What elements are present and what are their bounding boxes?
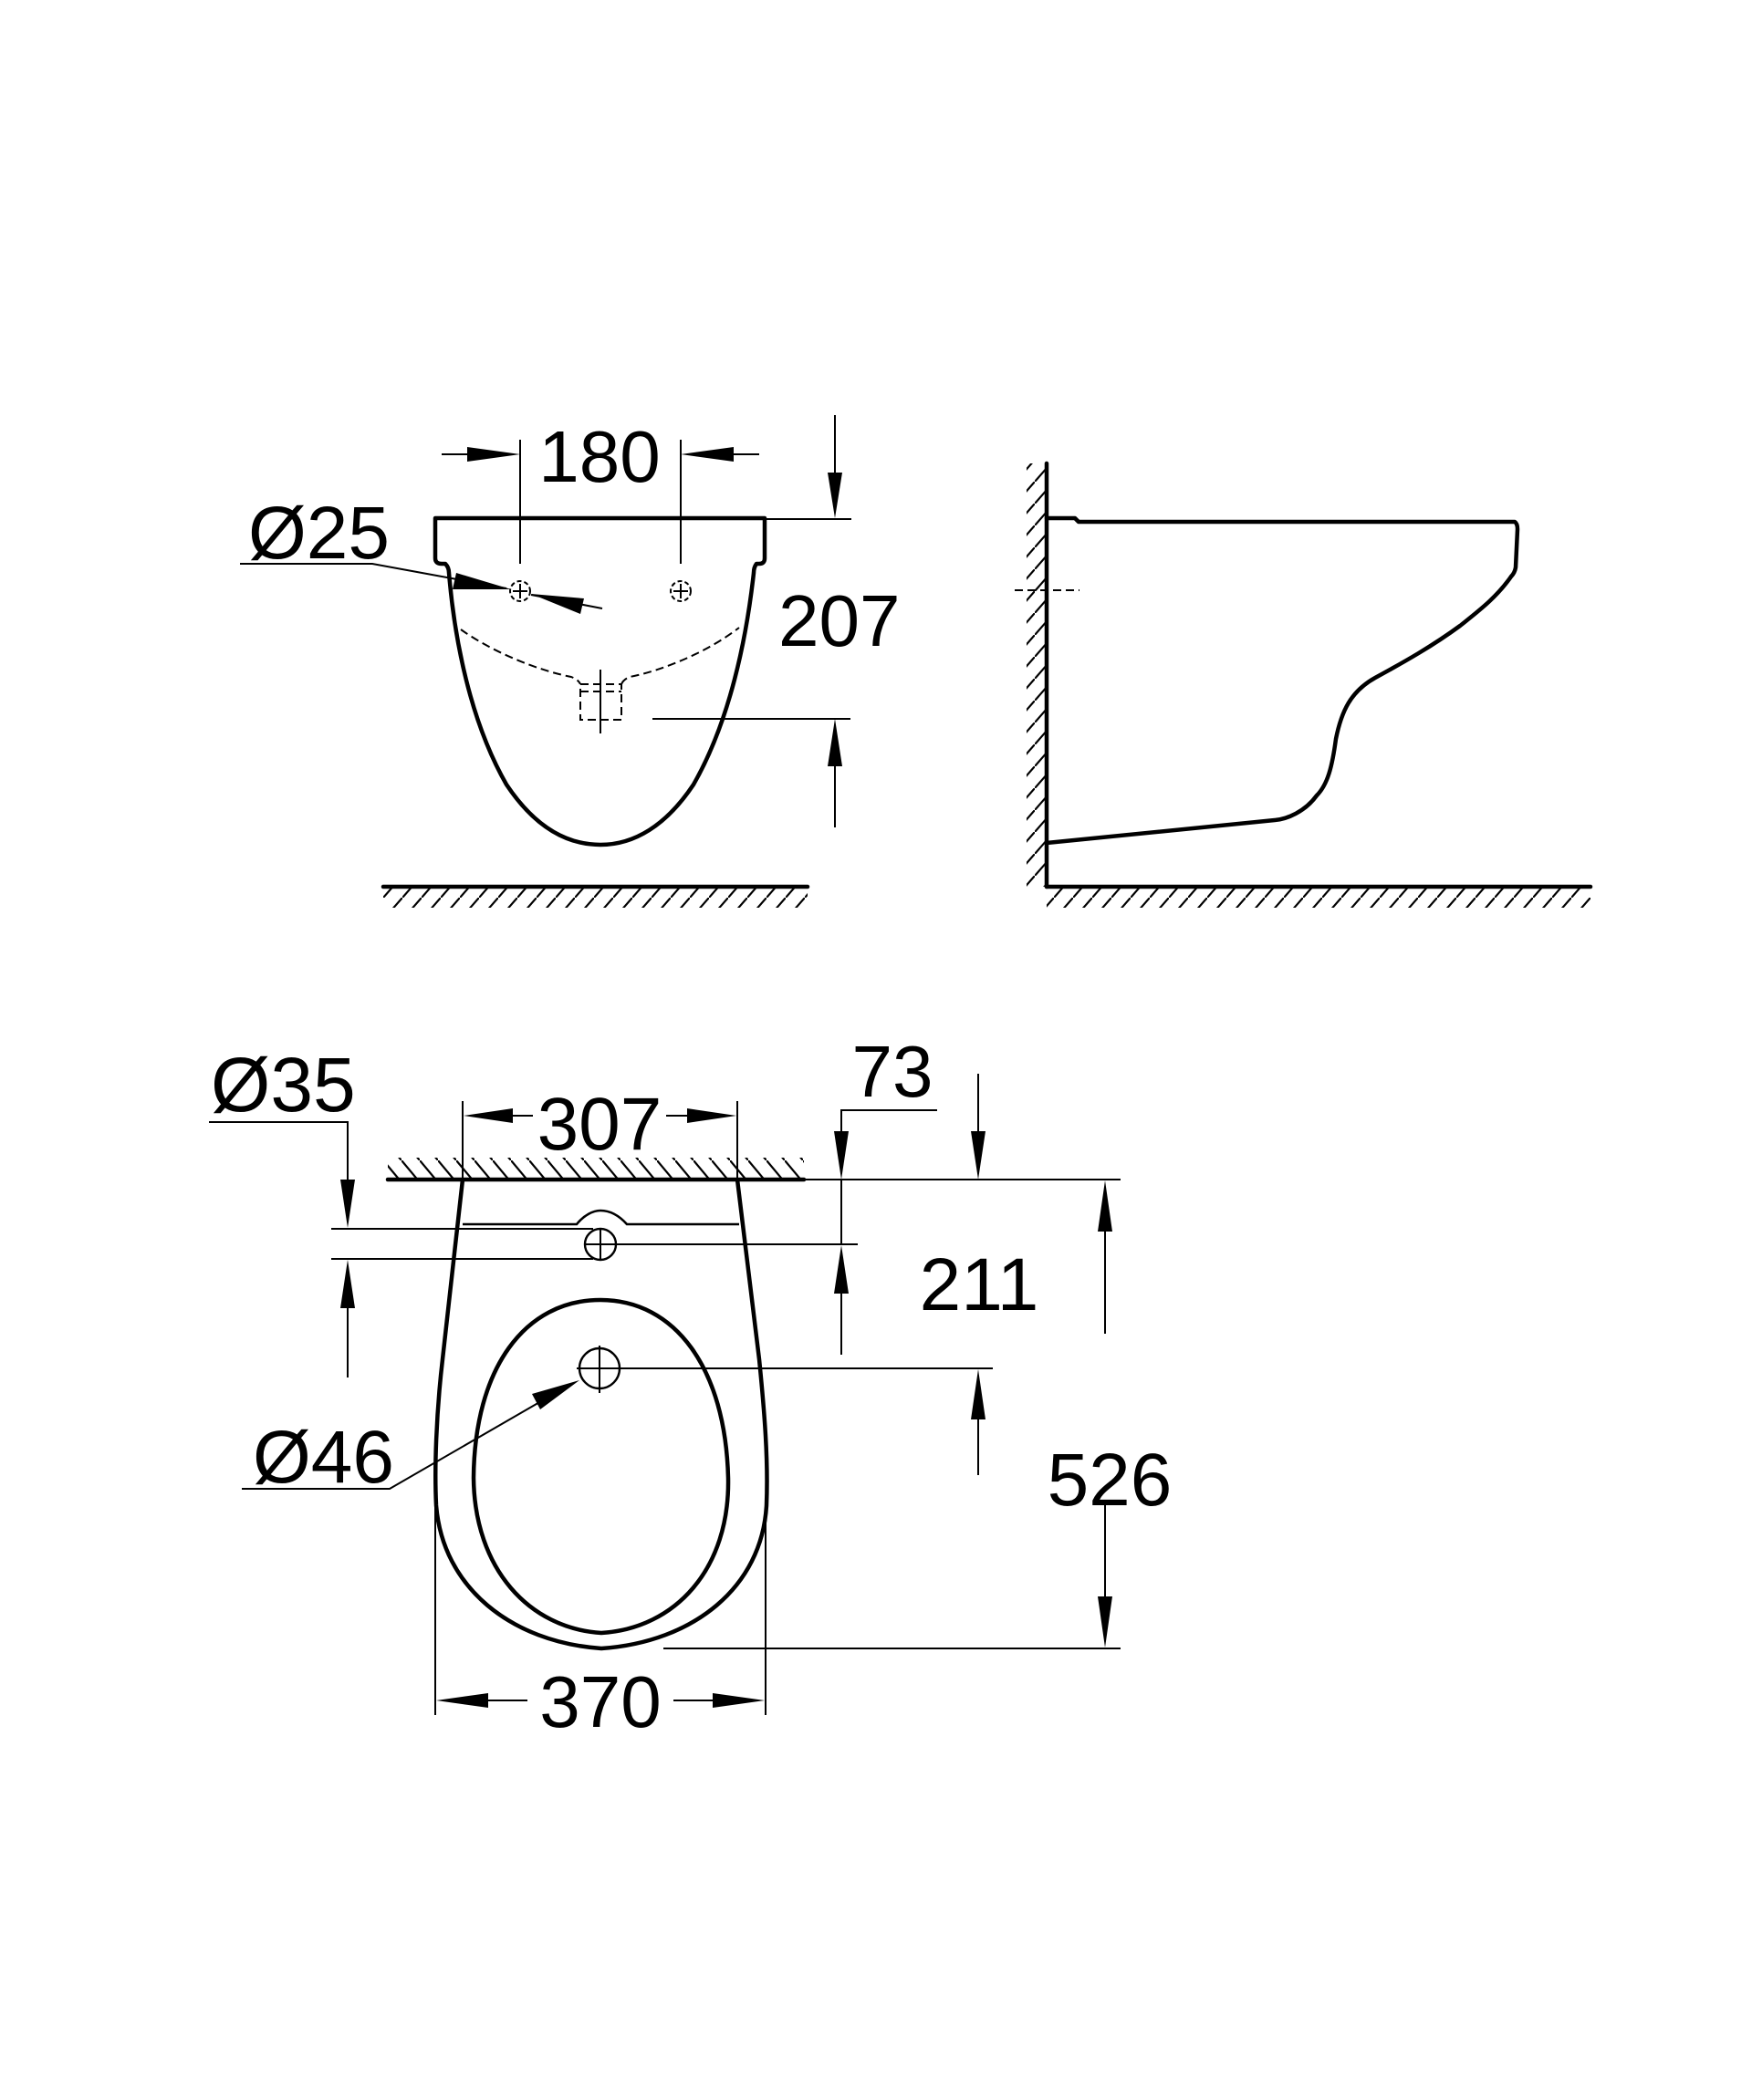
label-307: 307 [537, 1083, 662, 1166]
fixing-hole-left [509, 580, 531, 602]
fixing-hole-right [670, 580, 692, 602]
label-211: 211 [920, 1243, 1039, 1326]
label-diameter-46: Ø46 [253, 1416, 394, 1499]
dim-180 [442, 440, 759, 564]
label-diameter-25: Ø25 [248, 492, 390, 575]
plan-wall [385, 1158, 1121, 1182]
dim-diameter-25 [240, 563, 603, 614]
side-floor [1044, 884, 1593, 908]
label-370: 370 [539, 1661, 661, 1742]
front-view [240, 415, 851, 908]
dim-diameter-35 [209, 1121, 593, 1377]
front-hidden-trap [460, 627, 740, 685]
side-wall [1027, 461, 1049, 889]
dim-207 [652, 415, 851, 827]
front-floor [381, 884, 810, 908]
label-207: 207 [778, 580, 900, 661]
plan-body-outline [433, 1177, 769, 1651]
dim-307 [462, 1101, 738, 1180]
side-view [1015, 461, 1593, 908]
side-body-outline [1044, 515, 1520, 846]
supply-hole [583, 1227, 618, 1262]
label-180: 180 [538, 416, 660, 497]
dim-diameter-46 [242, 1380, 579, 1490]
label-diameter-35: Ø35 [211, 1042, 356, 1128]
dimension-labels: 180 Ø25 207 Ø35 307 73 211 Ø46 526 370 [211, 416, 1172, 1742]
plan-seat-back [463, 1209, 739, 1226]
dim-73 [834, 1074, 986, 1244]
label-73: 73 [852, 1031, 933, 1112]
dim-370 [434, 1499, 766, 1715]
plan-view [209, 1074, 1121, 1715]
dim-outlet-position [622, 1367, 993, 1475]
dim-211 [617, 1243, 858, 1355]
front-body-outline [433, 515, 767, 847]
plan-bowl-opening [471, 1297, 731, 1636]
dim-526 [663, 1180, 1121, 1649]
outlet-hole [577, 1346, 622, 1393]
label-526: 526 [1048, 1439, 1173, 1522]
